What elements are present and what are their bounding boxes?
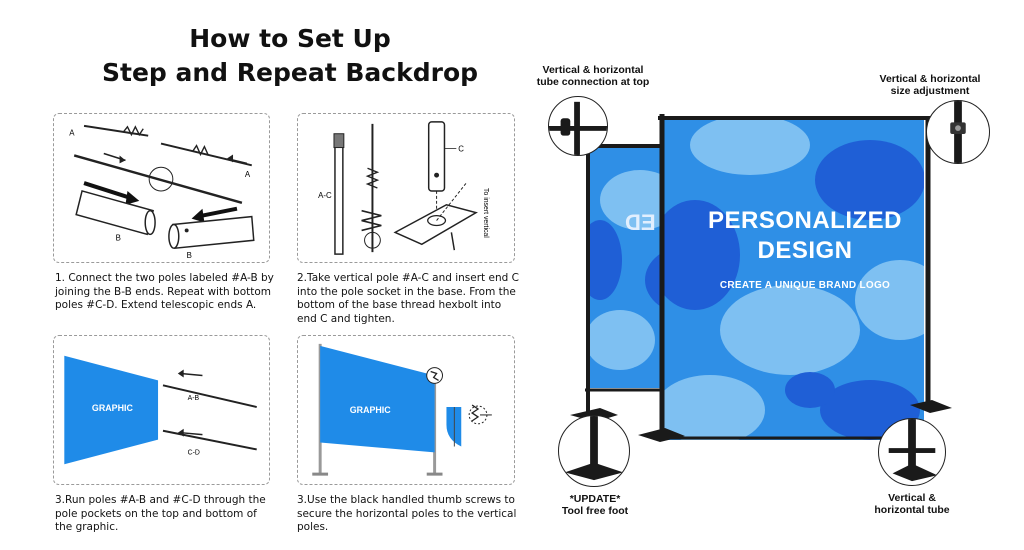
spring-icon [122, 125, 144, 137]
step-2-text: 2.Take vertical pole #A-C and insert end… [297, 272, 519, 325]
label-a-left: A [69, 129, 75, 138]
update-label: *UPDATE* [569, 493, 621, 505]
step-2-illustration: A-C C To insert vertical [297, 113, 515, 263]
step-3-diagram: GRAPHIC A-B C-D [64, 355, 257, 465]
backdrop-product-image [540, 90, 1020, 550]
step-4-text: 3.Use the black handled thumb screws to … [297, 494, 517, 534]
step-3-text: 3.Run poles #A-B and #C-D through the po… [55, 494, 266, 534]
label-cd: C-D [188, 449, 200, 456]
step-2-diagram: A-C C To insert vertical [318, 121, 489, 255]
label-ab: A-B [188, 395, 200, 402]
tool-free-foot-label: Tool free foot [561, 505, 629, 517]
thumb-screw-icon [430, 370, 439, 381]
banner-title-line-1: PERSONALIZED [707, 207, 902, 234]
label-c: C [458, 144, 464, 153]
backdrop-svg [570, 114, 952, 442]
graphic-label: GRAPHIC [92, 403, 134, 413]
annotation-top-left: Vertical & horizontal tube connection at… [536, 64, 650, 88]
label-b-right: B [187, 251, 192, 260]
banner-title: PERSONALIZED DESIGN [690, 206, 920, 266]
label-b-left: B [116, 233, 121, 242]
step-1-diagram: A A B B [69, 124, 255, 260]
label-insert-note: To insert vertical [482, 188, 489, 238]
tube-detail-icon [888, 419, 938, 482]
title-line-1: How to Set Up [189, 24, 391, 53]
step-3-illustration: GRAPHIC A-B C-D [53, 335, 270, 485]
step-1-text: 1. Connect the two poles labeled #A-B by… [55, 272, 274, 312]
connector-detail-icon [549, 101, 607, 155]
page-title: How to Set Up Step and Repeat Backdrop [60, 22, 520, 90]
step-4-diagram: GRAPHIC [312, 343, 492, 476]
detail-circle-bottom-left [558, 415, 630, 487]
spring-icon [365, 167, 380, 189]
step-1-illustration: A A B B [53, 113, 270, 263]
spring-icon [192, 144, 209, 157]
graphic-label-2: GRAPHIC [350, 405, 392, 415]
title-line-2: Step and Repeat Backdrop [101, 58, 479, 87]
detail-circle-bottom-right [878, 418, 946, 486]
annotation-bottom-left: *UPDATE* Tool free foot [540, 493, 650, 517]
label-ac: A-C [318, 191, 332, 200]
detail-circle-top-right [926, 100, 990, 164]
banner-title-line-2: DESIGN [757, 237, 853, 264]
banner-subtitle: CREATE A UNIQUE BRAND LOGO [719, 280, 891, 291]
foot-detail-icon [564, 416, 624, 481]
detail-circle-top-left [548, 96, 608, 156]
adjuster-detail-icon [950, 101, 966, 163]
annotation-top-right: Vertical & horizontal size adjustment [879, 73, 981, 97]
step-4-illustration: GRAPHIC [297, 335, 515, 485]
label-a-right: A [245, 170, 251, 179]
annotation-bottom-right: Vertical & horizontal tube [874, 492, 950, 516]
mirrored-back-text: ED [625, 210, 656, 235]
